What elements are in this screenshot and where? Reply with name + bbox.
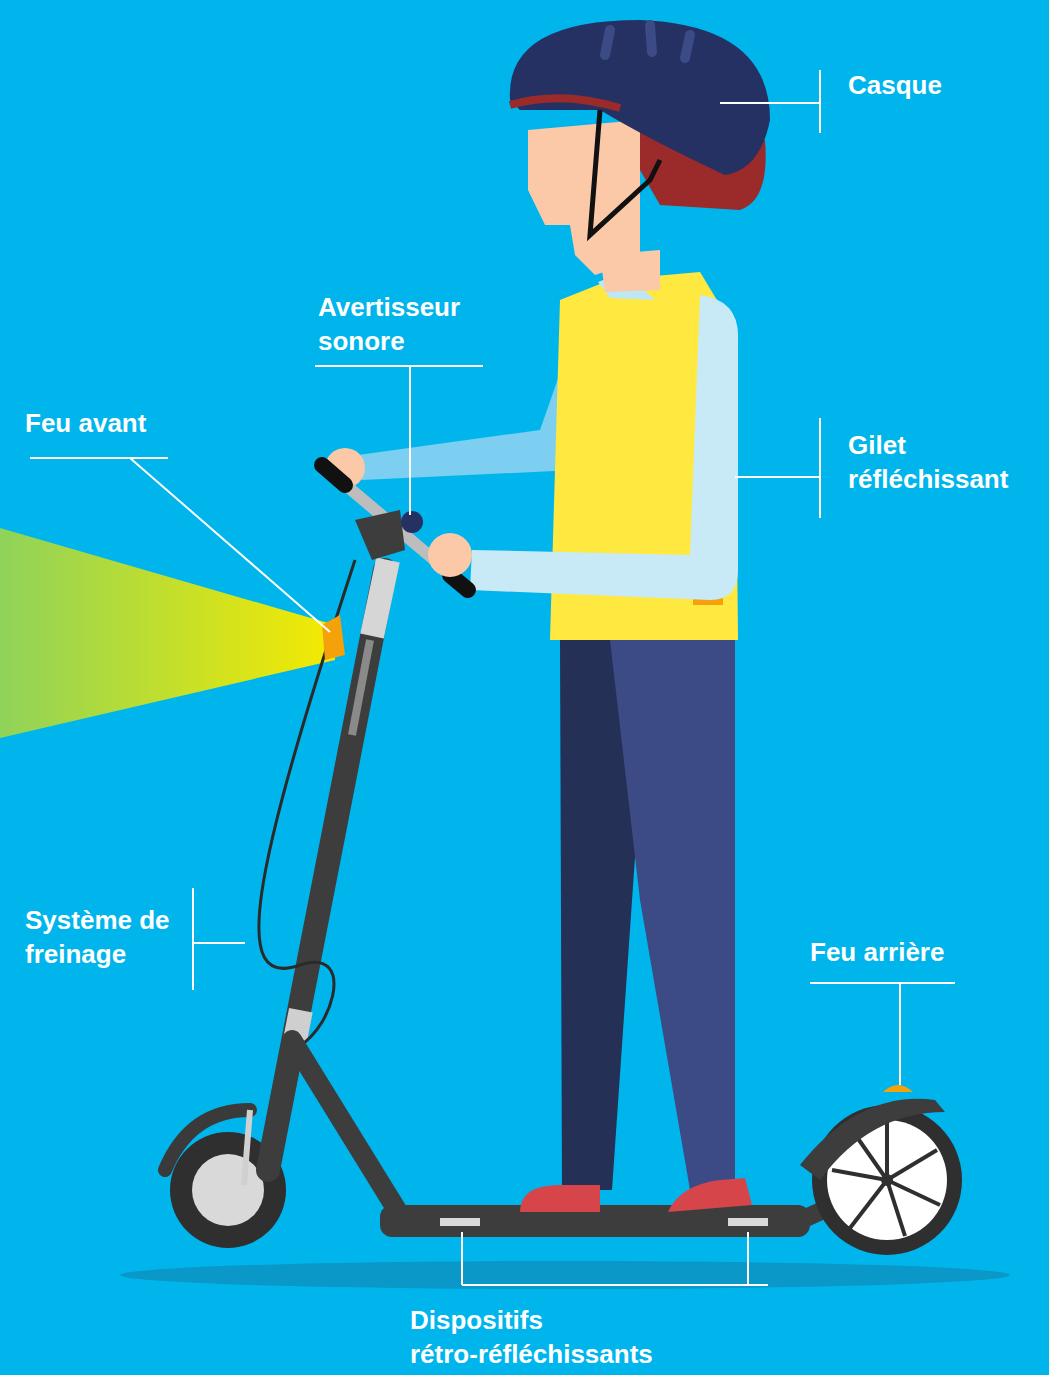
label-word: Avertisseur <box>318 292 460 322</box>
arm-front <box>470 295 738 600</box>
part-label: Gilet réfléchissant <box>848 428 1038 496</box>
reflector <box>440 1218 480 1226</box>
label-word: réfléchissant <box>848 464 1008 494</box>
label-word: Feu <box>810 937 856 967</box>
stem-collar <box>372 560 388 636</box>
light-beam <box>0 528 335 738</box>
leader-lines <box>30 70 955 1285</box>
label-word: avant <box>78 408 146 438</box>
fork-highlight <box>244 1110 250 1185</box>
hair-curl <box>510 98 620 108</box>
rear-axle <box>881 1174 893 1186</box>
label-word: freinage <box>25 939 126 969</box>
front-hub <box>192 1154 264 1226</box>
rear-wheel <box>812 1105 962 1255</box>
part-label: Casque <box>848 68 1048 102</box>
rear-light <box>883 1085 913 1092</box>
stem-highlight <box>352 640 370 735</box>
face <box>528 120 640 275</box>
helmet <box>510 20 770 175</box>
shoe <box>668 1178 752 1212</box>
part-label: Feu arrière <box>810 935 1030 969</box>
helmet-strap <box>590 110 660 235</box>
fork-brace <box>292 1040 400 1215</box>
reflector <box>728 1218 768 1226</box>
label-word: sonore <box>318 326 405 356</box>
label-word: Feu <box>25 408 71 438</box>
label-word: rétro-réfléchissants <box>410 1339 653 1369</box>
label-word: arrière <box>863 937 944 967</box>
part-label: Dispositifs rétro-réfléchissants <box>410 1303 710 1371</box>
front-light <box>322 615 345 660</box>
grip <box>322 465 345 485</box>
helmet-vents <box>605 25 690 58</box>
part-label: Avertisseur sonore <box>318 290 488 358</box>
stem-head <box>355 510 405 560</box>
part-label: Système de freinage <box>25 903 175 971</box>
rear-fender <box>800 1099 945 1180</box>
label-word: Dispositifs <box>410 1305 543 1335</box>
label-word: de <box>139 905 169 935</box>
label-word: Casque <box>848 70 942 100</box>
grip <box>450 575 468 590</box>
leg-front <box>610 640 735 1190</box>
brake-cable <box>259 560 355 1050</box>
hand <box>428 533 472 577</box>
label-word: Gilet <box>848 430 906 460</box>
part-label: Feu avant <box>25 406 225 440</box>
shoe <box>520 1185 600 1212</box>
bell <box>401 511 423 533</box>
label-word: Système <box>25 905 132 935</box>
neck <box>600 250 660 292</box>
